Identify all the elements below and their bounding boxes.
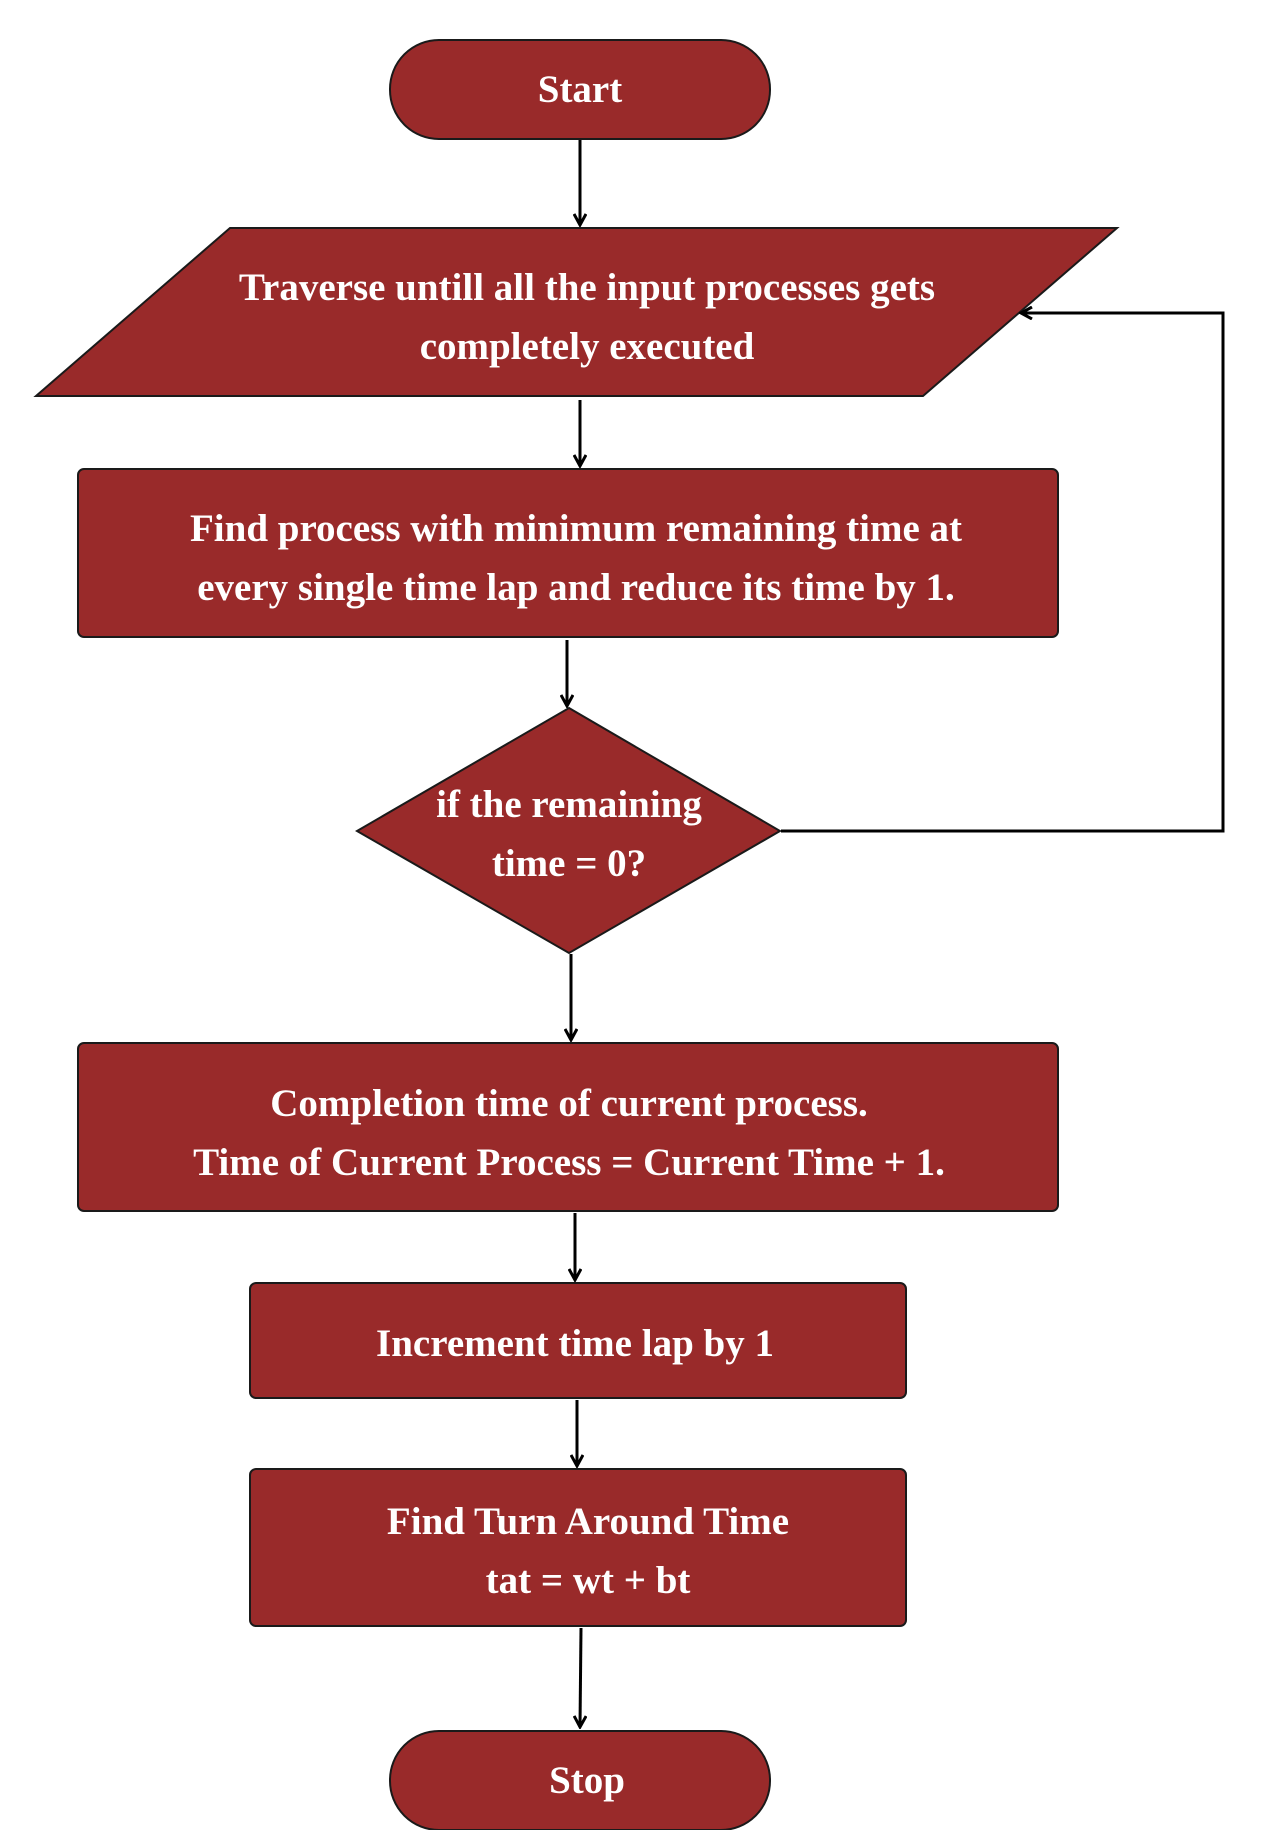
decision-node: if the remaining time = 0?: [355, 706, 782, 955]
find-min-node: Find process with minimum remaining time…: [77, 468, 1059, 638]
tat-label-line2: tat = wt + bt: [486, 1559, 691, 1602]
stop-node: Stop: [389, 1730, 771, 1830]
traverse-node: Traverse untill all the input processes …: [33, 227, 1120, 397]
start-label: Start: [538, 68, 622, 111]
traverse-shape: [33, 227, 1120, 397]
decision-shape: [355, 706, 782, 955]
tat-node: Find Turn Around Time tat = wt + bt: [249, 1468, 907, 1627]
find-min-shape: [77, 468, 1059, 638]
stop-label: Stop: [549, 1759, 625, 1802]
completion-node: Completion time of current process. Time…: [77, 1042, 1059, 1212]
traverse-label-line1: Traverse untill all the input processes …: [239, 266, 935, 309]
connector-tat-to-stop: [580, 1627, 581, 1727]
completion-label-line1: Completion time of current process.: [270, 1082, 868, 1125]
completion-shape: [77, 1042, 1059, 1212]
find-min-label-line1: Find process with minimum remaining time…: [190, 507, 962, 550]
stop-shape: [389, 1730, 771, 1830]
decision-label-line2: time = 0?: [492, 842, 646, 885]
connector-decision-loop-back: [781, 313, 1225, 833]
start-node: Start: [389, 39, 771, 140]
decision-label-line1: if the remaining: [436, 783, 702, 826]
tat-shape: [249, 1468, 907, 1627]
completion-label-line2: Time of Current Process = Current Time +…: [193, 1141, 945, 1184]
tat-label-line1: Find Turn Around Time: [387, 1500, 789, 1543]
find-min-label-line2: every single time lap and reduce its tim…: [197, 566, 955, 609]
increment-node: Increment time lap by 1: [249, 1282, 907, 1399]
traverse-label-line2: completely executed: [420, 325, 755, 368]
increment-shape: [249, 1282, 907, 1399]
start-shape: [389, 39, 771, 140]
increment-label: Increment time lap by 1: [376, 1322, 774, 1365]
